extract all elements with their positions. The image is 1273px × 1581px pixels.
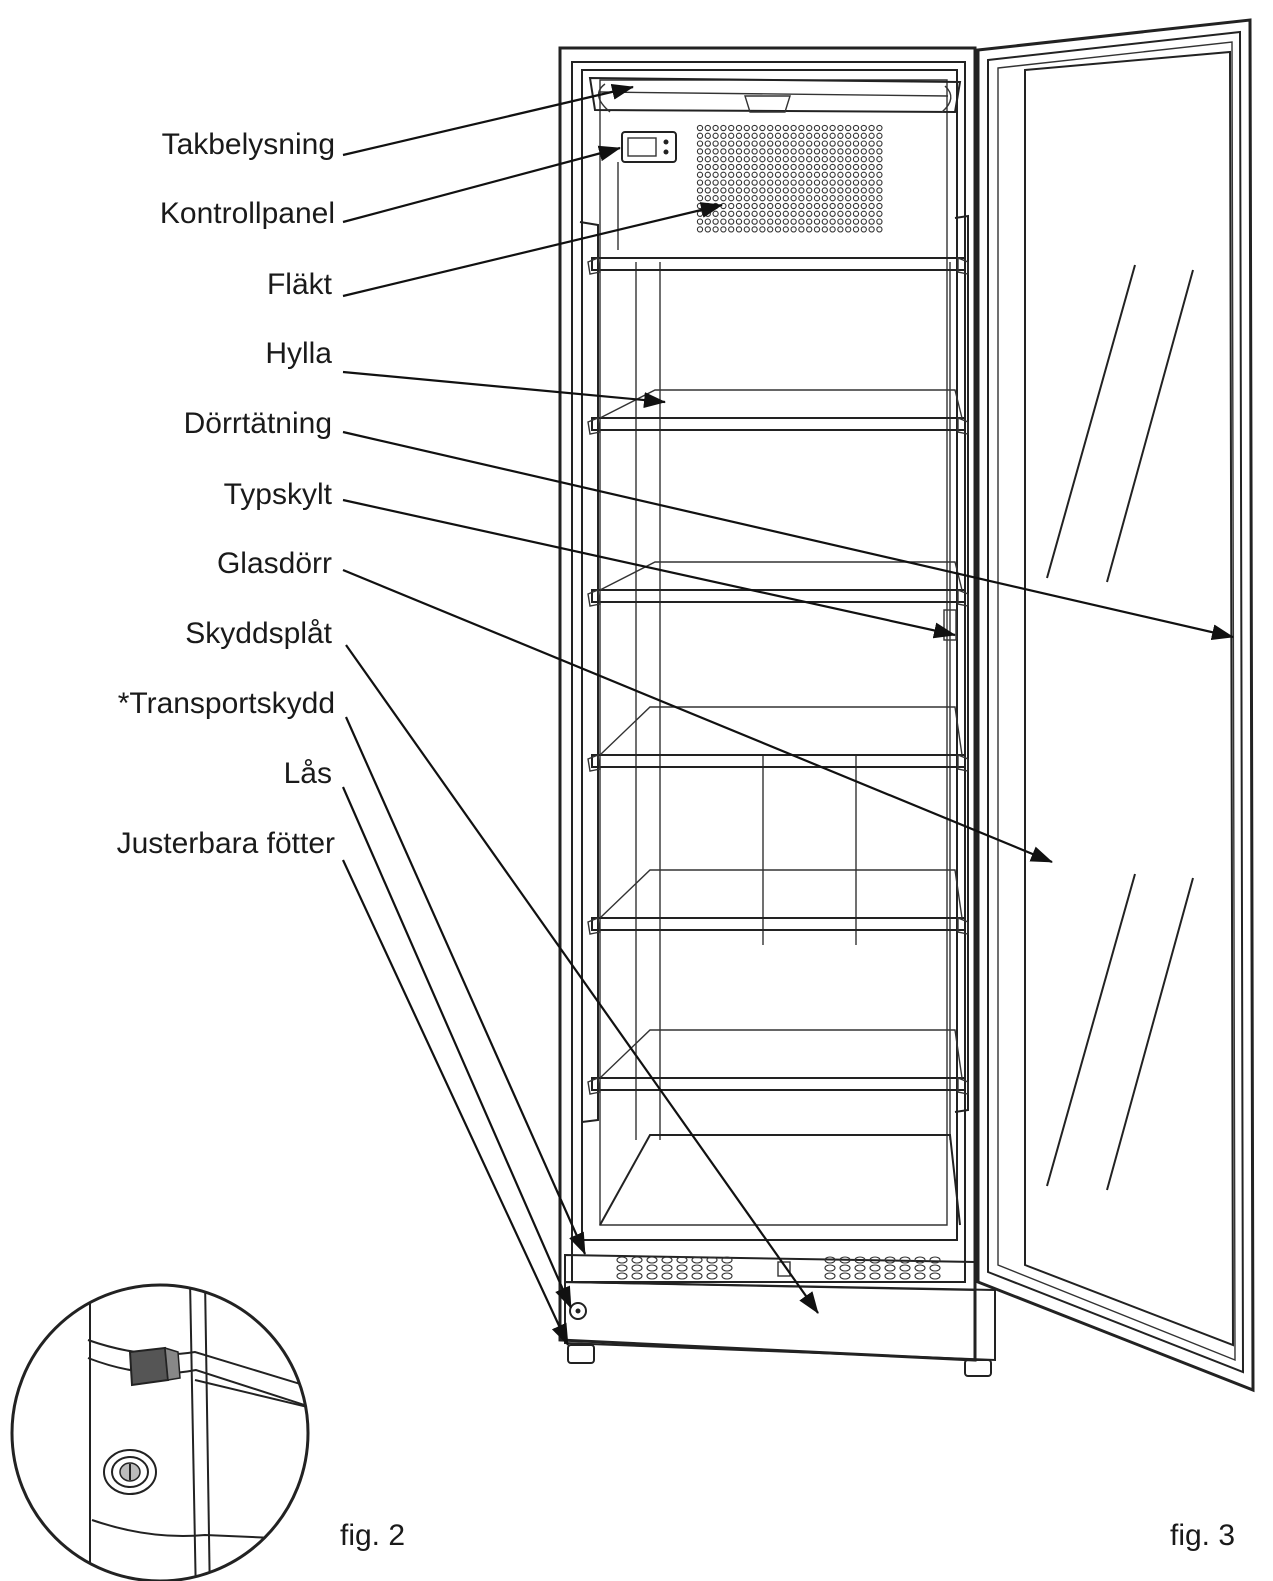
labels: Takbelysning Kontrollpanel Fläkt Hylla D… [117,128,335,860]
leader-ceiling-light [342,84,634,157]
cabinet [558,46,996,1377]
caption-fig-3: fig. 3 [1170,1519,1235,1552]
shelf [587,561,969,607]
leader-protection-plate [345,644,819,1314]
lock-icon [569,1302,587,1320]
leader-adjustable-feet [342,859,569,1346]
protection-plate-vents [616,1256,941,1280]
leader-glass-door [342,568,1053,864]
shelf-supports [579,214,969,1140]
shelf [587,1029,969,1095]
label-adjustable-feet: Justerbara fötter [117,827,335,860]
shelves [587,256,969,1095]
caption-fig-2: fig. 2 [340,1519,405,1552]
shelf [587,706,969,772]
lock-cylinder-icon [103,1449,157,1495]
cabinet-floor [599,1134,961,1226]
leader-type-plate [342,498,956,639]
shelf [587,389,969,435]
label-type-plate: Typskylt [224,478,333,511]
label-control-panel: Kontrollpanel [160,197,335,230]
shelf [587,869,969,935]
label-door-seal: Dörrtätning [184,407,332,440]
leader-lock [341,786,573,1309]
leader-control-panel [342,145,621,224]
label-lock: Lås [284,757,332,790]
label-glass-door: Glasdörr [217,547,332,580]
leader-transport-protection [344,716,587,1255]
lock-detail-zoom [10,1283,310,1581]
label-ceiling-light: Takbelysning [162,128,335,161]
leader-fan [342,202,723,298]
label-shelf: Hylla [265,337,332,370]
adjustable-foot-left [567,1344,595,1364]
control-panel [617,131,677,250]
leader-lines [341,84,1234,1346]
ceiling-light [588,76,962,114]
label-transport-protection: *Transportskydd [118,687,335,720]
glass-door [976,18,1255,1393]
leader-shelf [342,370,666,409]
label-protection-plate: Skyddsplåt [185,617,332,650]
leader-door-seal [342,430,1234,641]
adjustable-foot-right [964,1359,992,1377]
fan-grille [696,124,883,233]
shelf [587,256,969,275]
label-fan: Fläkt [267,268,333,301]
